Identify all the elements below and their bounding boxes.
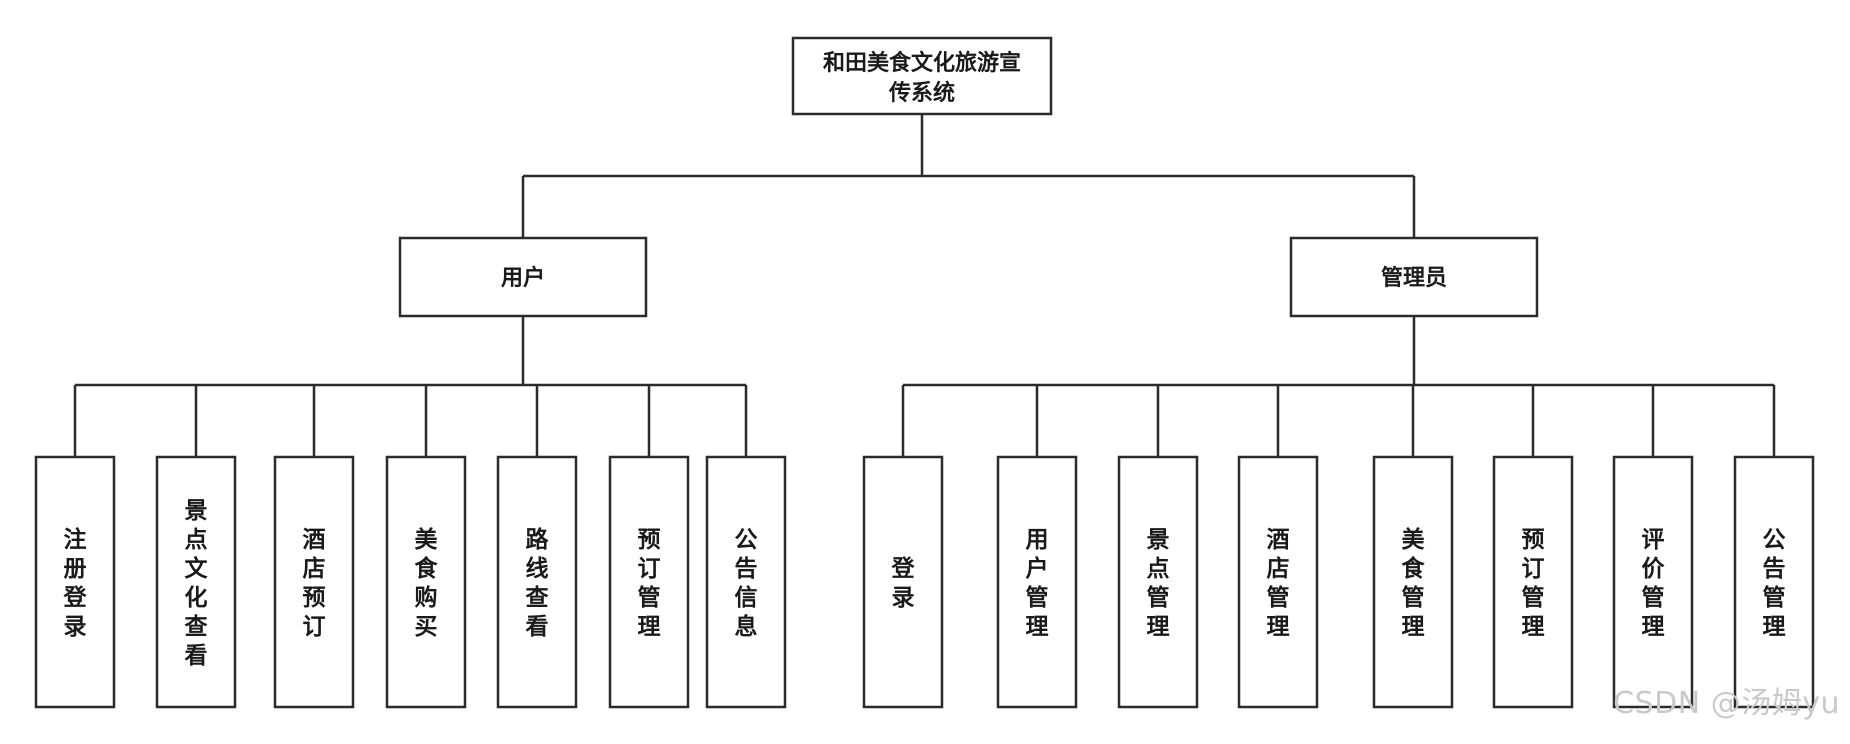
leaf-node-user: 美食购买 — [385, 455, 467, 709]
leaf-label: 登录 — [891, 556, 916, 611]
leaf-label: 注册登录 — [63, 526, 88, 640]
leaf-label: 酒店管理 — [1267, 527, 1290, 640]
leaf-node-user: 公告信息 — [705, 455, 787, 709]
leaf-label: 景点管理 — [1147, 527, 1170, 640]
leaf-node-admin: 酒店管理 — [1237, 455, 1319, 709]
branch-label-user: 用户 — [501, 265, 545, 291]
branch-node-admin: 管理员 — [1289, 236, 1539, 318]
leaf-box — [996, 455, 1078, 709]
leaf-box — [608, 455, 690, 709]
root-label-line-1: 和田美食文化旅游宣 — [823, 50, 1021, 76]
leaf-node-admin: 美食管理 — [1372, 455, 1454, 709]
leaf-box — [1492, 455, 1574, 709]
leaf-label: 预订管理 — [638, 527, 661, 640]
leaf-box — [496, 455, 578, 709]
branch-node-user: 用户 — [398, 236, 648, 318]
watermark: CSDN @汤姆yu — [1613, 686, 1840, 721]
leaf-node-user: 注册登录 — [34, 455, 116, 709]
leaf-label: 美食管理 — [1402, 526, 1426, 640]
leaf-label: 用户管理 — [1026, 527, 1049, 640]
leaf-node-user: 酒店预订 — [273, 455, 355, 709]
leaf-box — [1117, 455, 1199, 709]
leaf-box — [1237, 455, 1319, 709]
leaf-label: 公告信息 — [735, 527, 758, 640]
leaf-node-admin: 评价管理 — [1612, 455, 1694, 709]
leaf-node-user: 景点文化查看 — [155, 455, 237, 709]
leaf-box — [273, 455, 355, 709]
leaf-node-user: 预订管理 — [608, 455, 690, 709]
leaf-box — [1733, 455, 1815, 709]
branch-box-user — [398, 236, 648, 318]
leaf-label: 路线查看 — [526, 526, 550, 640]
leaf-node-admin: 景点管理 — [1117, 455, 1199, 709]
leaf-label: 美食购买 — [415, 526, 439, 640]
leaf-label: 评价管理 — [1642, 527, 1666, 640]
leaf-label: 预订管理 — [1522, 527, 1545, 640]
leaf-box — [155, 455, 237, 709]
leaf-box — [862, 455, 944, 709]
leaf-box — [705, 455, 787, 709]
branch-label-admin: 管理员 — [1381, 265, 1447, 291]
leaf-node-admin: 预订管理 — [1492, 455, 1574, 709]
root-label-line-2: 传系统 — [888, 80, 955, 106]
root-node: 和田美食文化旅游宣 传系统 — [791, 36, 1053, 116]
leaf-group-admin: 登录 用户管理 景点管理 酒店管理 美食管理 预订管理 评价管理 公告管理 — [862, 455, 1815, 709]
leaf-box — [1372, 455, 1454, 709]
leaf-label: 酒店预订 — [303, 527, 326, 640]
leaf-box — [1612, 455, 1694, 709]
leaf-box — [385, 455, 467, 709]
branch-box-admin — [1289, 236, 1539, 318]
root-box — [791, 36, 1053, 116]
leaf-group-user: 注册登录 景点文化查看 酒店预订 美食购买 路线查看 预订管理 公告信息 — [34, 455, 787, 709]
connector-lines — [73, 114, 1776, 457]
leaf-label: 公告管理 — [1763, 527, 1786, 640]
leaf-node-admin: 公告管理 — [1733, 455, 1815, 709]
leaf-node-user: 路线查看 — [496, 455, 578, 709]
leaf-label: 景点文化查看 — [185, 498, 209, 669]
leaf-box — [34, 455, 116, 709]
leaf-node-admin: 用户管理 — [996, 455, 1078, 709]
leaf-node-admin: 登录 — [862, 455, 944, 709]
